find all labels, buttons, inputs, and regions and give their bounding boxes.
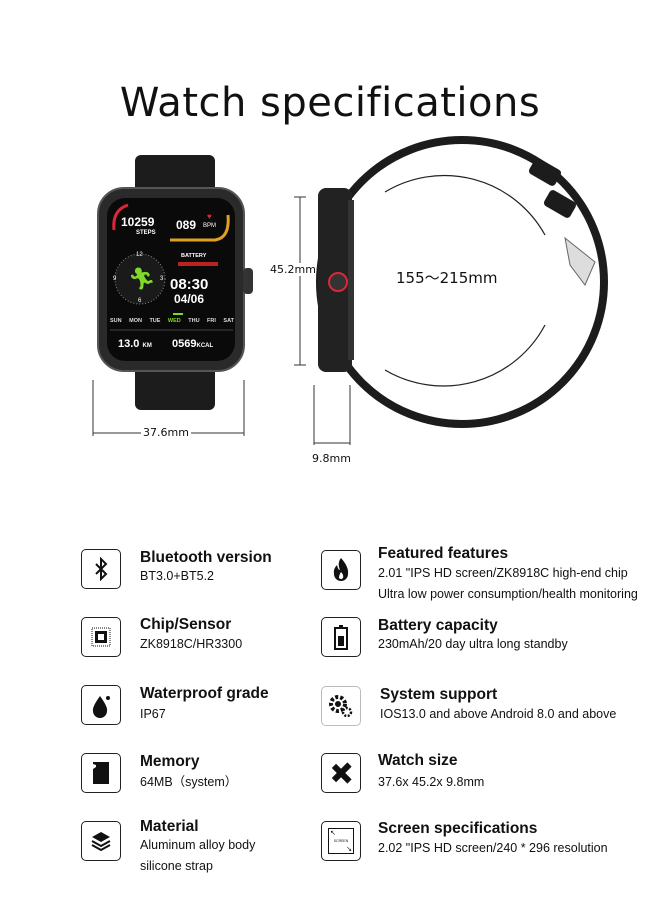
spec-value: IOS13.0 and above Android 8.0 and above [380, 707, 617, 721]
dial [114, 253, 166, 305]
screen-icon-text: SCREEN [333, 839, 349, 843]
watch-front [97, 155, 253, 410]
battery-bar [178, 262, 218, 266]
watch-side [316, 136, 608, 428]
day-label: SAT [223, 318, 234, 324]
spec-value: 2.02 "IPS HD screen/240 * 296 resolution [378, 841, 608, 855]
steps-value: 10259 [121, 215, 155, 229]
calories-unit: KCAL [196, 343, 214, 349]
distance: 13.0 KM [118, 338, 152, 350]
calories-value: 0569 [172, 338, 197, 350]
spec-value: ZK8918C/HR3300 [140, 637, 243, 651]
page-title: Watch specifications [119, 80, 541, 126]
spec-title: Bluetooth version [140, 549, 272, 566]
ruler-pencil-icon [321, 753, 361, 793]
running-person-icon: 🏃︎ [128, 266, 156, 291]
day-label: FRI [207, 318, 216, 324]
screen-size-icon: ↖SCREEN↘ [321, 821, 361, 861]
memory-card-icon [81, 753, 121, 793]
date-display: 04/06 [174, 292, 205, 306]
side-button [328, 272, 348, 292]
weekday-row: SUN MON TUE WED THU FRI SAT [110, 318, 234, 324]
steps-label: STEPS [136, 230, 156, 236]
spec-value: 230mAh/20 day ultra long standby [378, 637, 568, 651]
spec-title: Chip/Sensor [140, 616, 232, 633]
spec-value: Aluminum alloy body [140, 838, 256, 852]
spec-title: Battery capacity [378, 617, 498, 634]
dial-12: 12 [136, 252, 143, 258]
spec-value: IP67 [140, 707, 166, 721]
heart-rate-value: 089 [176, 218, 197, 232]
thickness-label: 9.8mm [312, 452, 351, 465]
width-label: 37.6mm [141, 426, 191, 439]
distance-value: 13.0 [118, 338, 140, 350]
battery-icon [321, 617, 361, 657]
distance-unit: KM [142, 343, 152, 349]
day-label: MON [129, 318, 142, 324]
spec-value: Ultra low power consumption/health monit… [378, 587, 638, 601]
battery-label: BATTERY [181, 253, 207, 259]
spec-title: Screen specifications [378, 820, 538, 837]
height-label: 45.2mm [270, 263, 316, 276]
crown-button [243, 268, 253, 294]
day-label: TUE [149, 318, 161, 324]
spec-title: Memory [140, 753, 200, 770]
bpm-label: BPM [203, 223, 217, 229]
heart-icon: ♥ [207, 212, 212, 221]
spec-value: silicone strap [140, 859, 213, 873]
spec-value: 64MB（system） [140, 775, 238, 789]
dial-3: 3 [160, 276, 164, 282]
day-label: SUN [110, 318, 122, 324]
time-display: 08:30 [170, 276, 209, 293]
chip-icon [81, 617, 121, 657]
dial-6: 6 [138, 298, 142, 304]
spec-value: BT3.0+BT5.2 [140, 569, 214, 583]
day-label: THU [188, 318, 200, 324]
spec-title: Waterproof grade [140, 685, 269, 702]
spec-title: System support [380, 686, 498, 703]
layers-icon [81, 821, 121, 861]
buckle [564, 236, 596, 286]
calories: 0569KCAL [172, 338, 213, 350]
gears-icon [321, 686, 361, 726]
spec-title: Featured features [378, 545, 509, 562]
band-range-label: 155～215mm [396, 269, 498, 287]
bluetooth-icon [81, 549, 121, 589]
screen-icon-frame: ↖SCREEN↘ [328, 828, 354, 854]
spec-value: 37.6x 45.2x 9.8mm [378, 775, 485, 789]
spec-title: Material [140, 818, 199, 835]
flame-icon [321, 550, 361, 590]
spec-value: 2.01 "IPS HD screen/ZK8918C high-end chi… [378, 566, 628, 580]
dial-9: 9 [113, 276, 117, 282]
spec-title: Watch size [378, 752, 458, 769]
day-label-active: WED [167, 318, 181, 324]
water-drop-icon [81, 685, 121, 725]
